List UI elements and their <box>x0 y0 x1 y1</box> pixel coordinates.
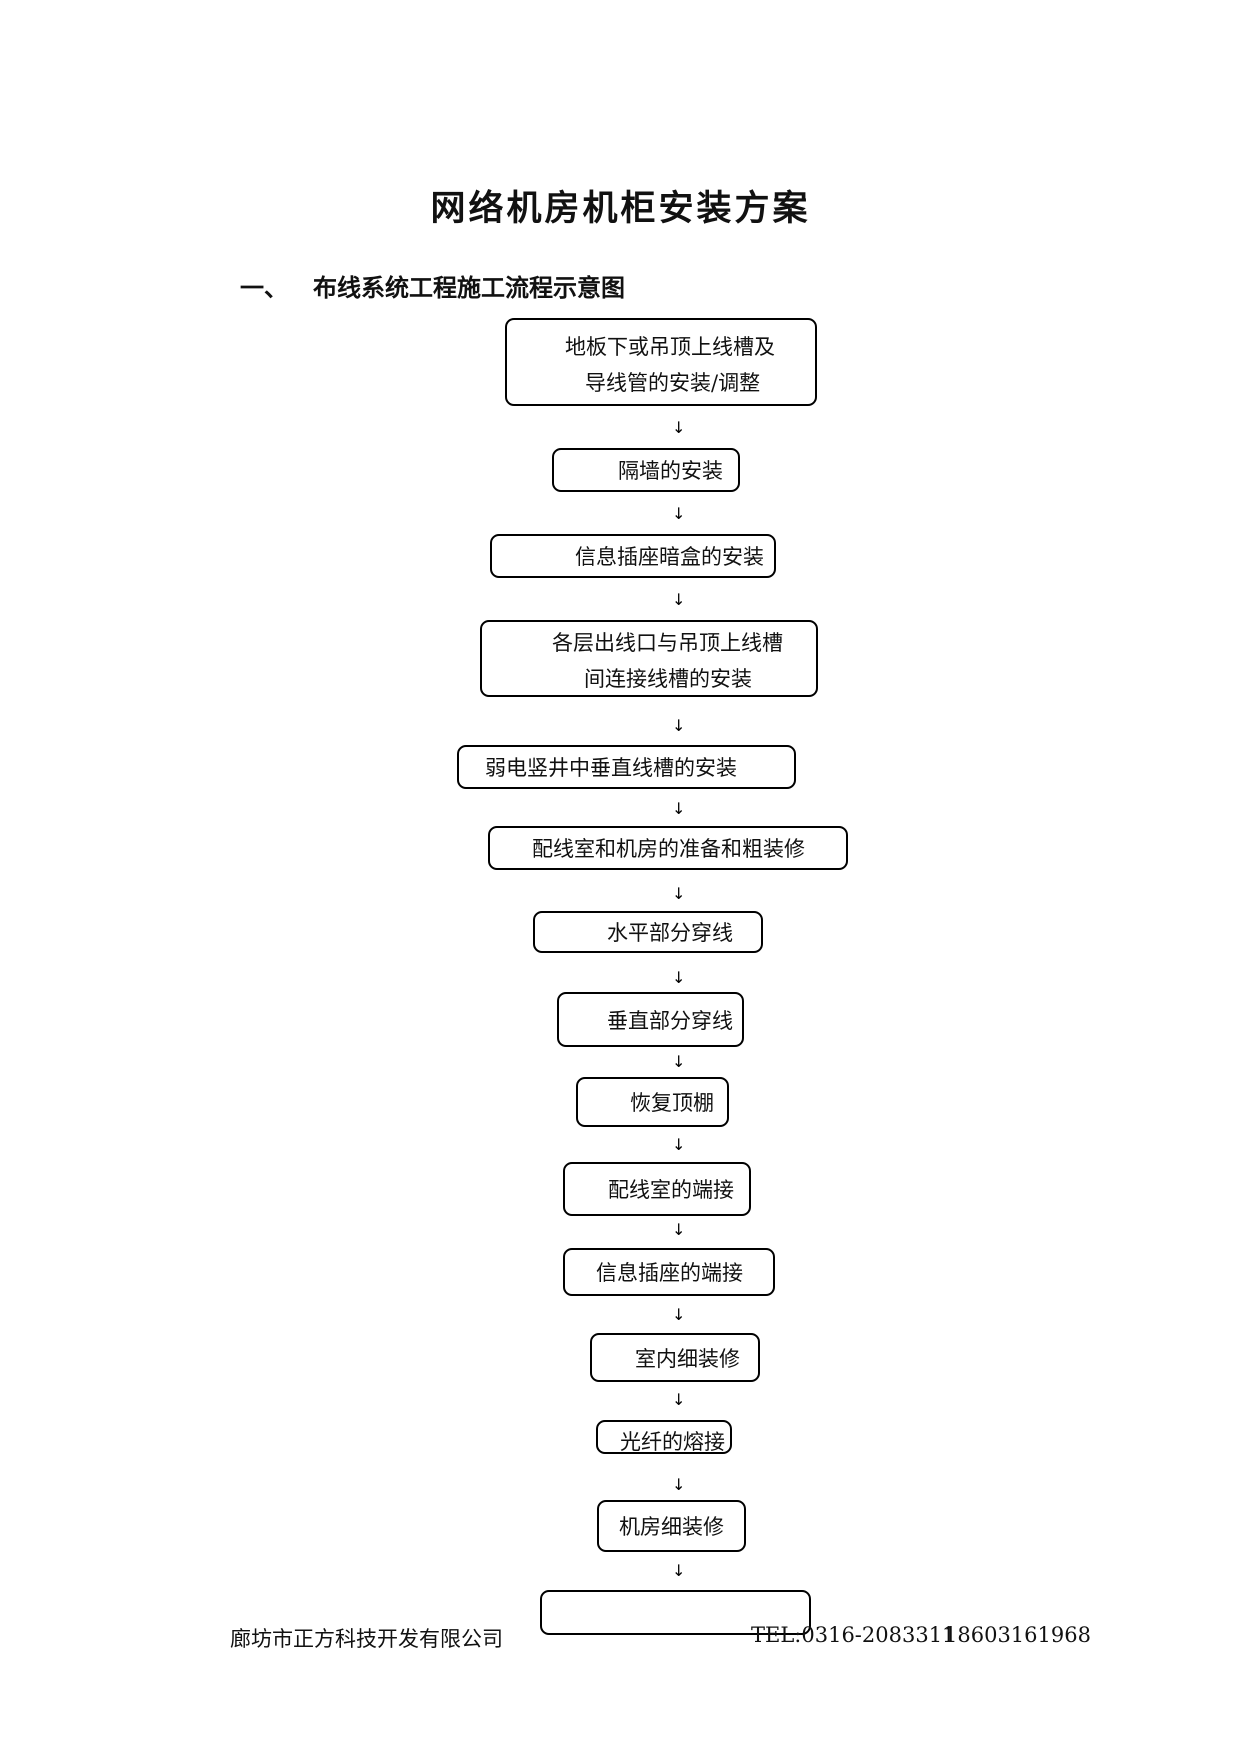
flow-arrow: ↓ <box>672 884 686 903</box>
flow-step-4-line2: 间连接线槽的安装 <box>584 666 752 691</box>
flow-step-1-line2: 导线管的安装/调整 <box>585 370 761 395</box>
section-title: 布线系统工程施工流程示意图 <box>313 274 625 302</box>
flow-step-10-label: 配线室的端接 <box>608 1178 734 1202</box>
flow-step-9-label: 恢复顶棚 <box>630 1091 714 1115</box>
flow-step-7-label: 水平部分穿线 <box>607 921 733 945</box>
flow-arrow: ↓ <box>672 1561 686 1580</box>
flow-arrow: ↓ <box>672 1305 686 1324</box>
flow-arrow: ↓ <box>672 1220 686 1239</box>
flow-arrow: ↓ <box>672 1475 686 1494</box>
flow-arrow: ↓ <box>672 1052 686 1071</box>
flow-arrow: ↓ <box>672 1135 686 1154</box>
flow-step-1-line1: 地板下或吊顶上线槽及 <box>565 335 775 359</box>
flow-step-12: 室内细装修 <box>590 1333 760 1382</box>
flow-step-4-line1: 各层出线口与吊顶上线槽 <box>552 631 783 655</box>
flow-step-11: 信息插座的端接 <box>563 1248 775 1296</box>
flow-step-15 <box>540 1590 811 1635</box>
flow-step-14-label: 机房细装修 <box>619 1515 724 1539</box>
flow-step-6: 配线室和机房的准备和粗装修 <box>488 826 848 870</box>
flow-step-6-label: 配线室和机房的准备和粗装修 <box>532 837 805 861</box>
flow-step-3: 信息插座暗盒的安装 <box>490 534 776 578</box>
footer-company: 廊坊市正方科技开发有限公司 <box>230 1627 503 1651</box>
flow-step-2-label: 隔墙的安装 <box>618 459 723 483</box>
flow-step-9: 恢复顶棚 <box>576 1077 729 1127</box>
flow-step-3-label: 信息插座暗盒的安装 <box>575 545 764 569</box>
flow-step-13-label: 光纤的熔接 <box>620 1430 725 1454</box>
flow-arrow: ↓ <box>672 716 686 735</box>
flow-step-2: 隔墙的安装 <box>552 448 740 492</box>
flow-step-7: 水平部分穿线 <box>533 911 763 953</box>
flow-step-8: 垂直部分穿线 <box>557 992 744 1047</box>
page-title: 网络机房机柜安装方案 <box>430 188 811 229</box>
flow-step-14: 机房细装修 <box>597 1500 746 1552</box>
flow-step-1: 地板下或吊顶上线槽及 导线管的安装/调整 <box>505 318 817 406</box>
flow-arrow: ↓ <box>672 590 686 609</box>
flow-arrow: ↓ <box>672 968 686 987</box>
flow-step-5-label: 弱电竖井中垂直线槽的安装 <box>485 756 737 780</box>
flow-step-8-label: 垂直部分穿线 <box>607 1009 733 1033</box>
flow-step-11-label: 信息插座的端接 <box>596 1261 743 1285</box>
flow-step-12-label: 室内细装修 <box>635 1347 740 1371</box>
flow-step-5: 弱电竖井中垂直线槽的安装 <box>457 745 796 789</box>
flow-step-10: 配线室的端接 <box>563 1162 751 1216</box>
flow-arrow: ↓ <box>672 418 686 437</box>
footer-phone: TEL:0316-2083311 <box>751 1623 956 1647</box>
flow-arrow: ↓ <box>672 1390 686 1409</box>
flow-arrow: ↓ <box>672 799 686 818</box>
footer-mobile: 18603161968 <box>944 1623 1091 1647</box>
flow-step-13: 光纤的熔接 <box>596 1420 732 1454</box>
flow-arrow: ↓ <box>672 504 686 523</box>
section-number: 一、 <box>240 274 288 302</box>
flow-step-4: 各层出线口与吊顶上线槽 间连接线槽的安装 <box>480 620 818 697</box>
